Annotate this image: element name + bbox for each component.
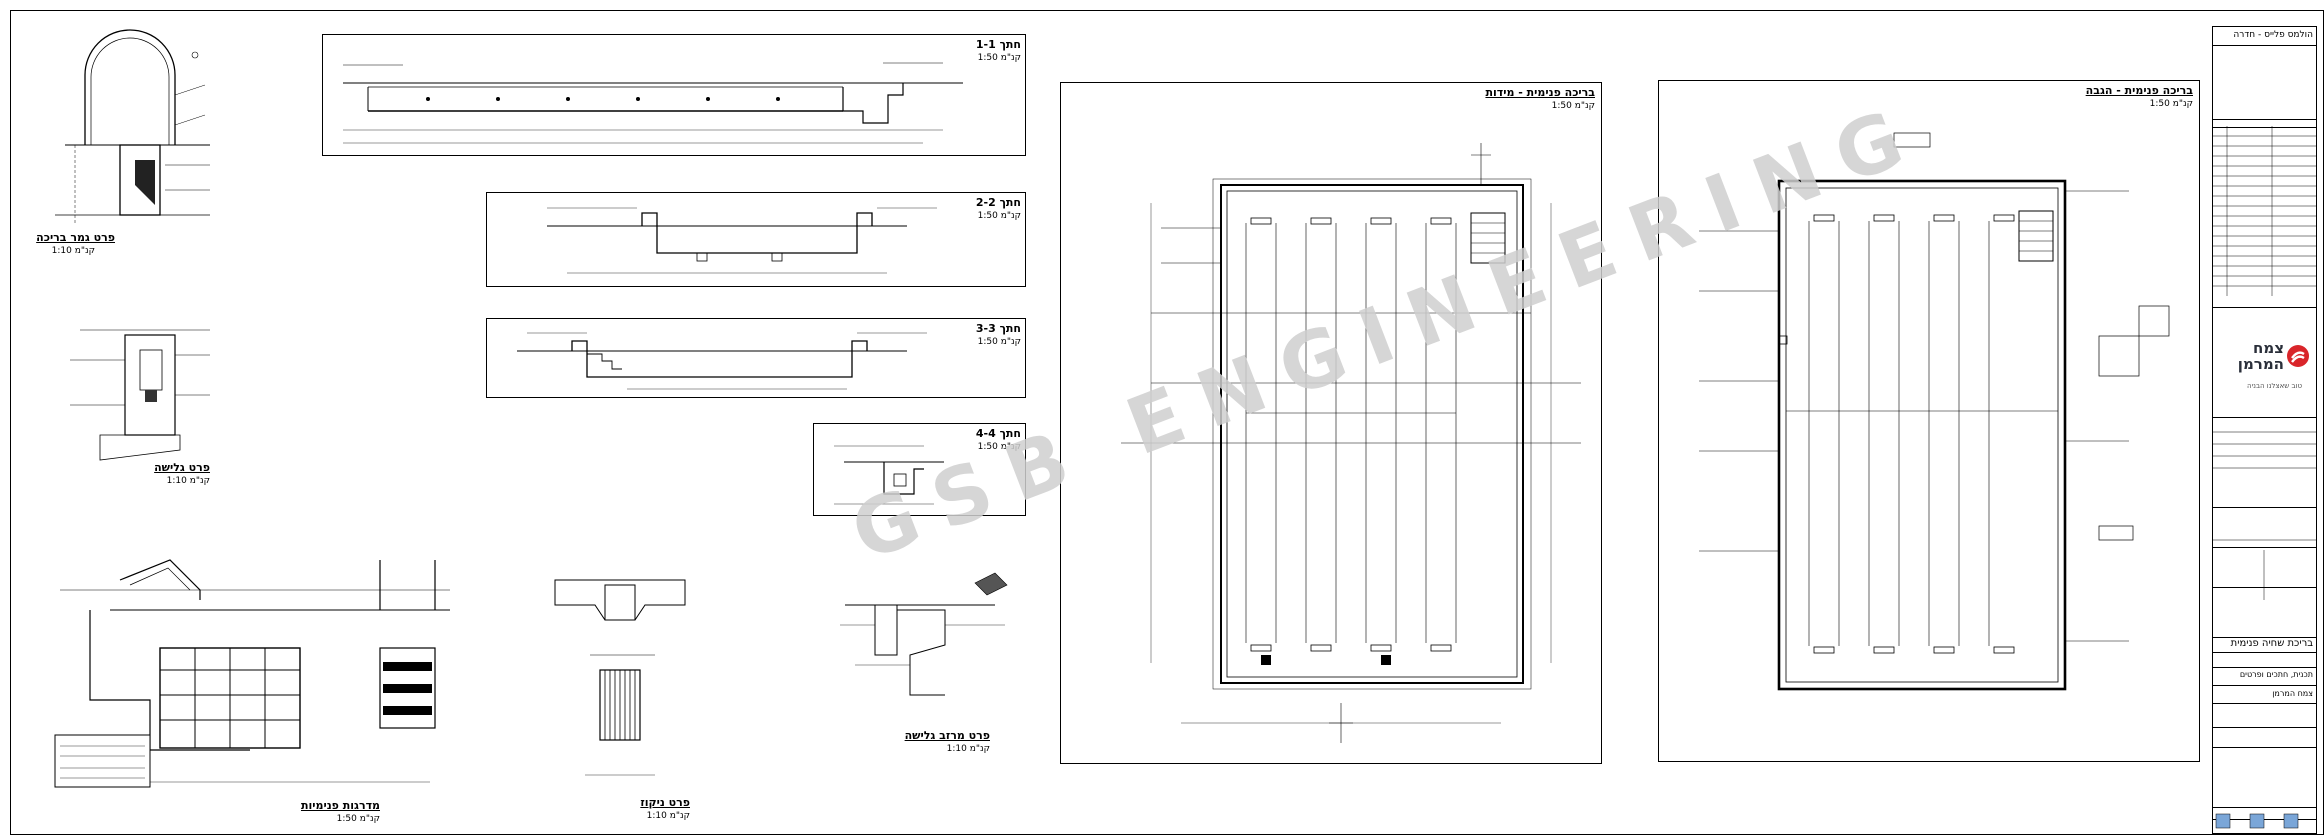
section-3-3-title: חתך 3-3 (975, 322, 1021, 335)
detail-edge-drawing (55, 29, 210, 225)
section-2-2-frame: חתך 2-2 קנ"מ 1:50 (486, 192, 1026, 287)
detail-drain-drawing (554, 579, 686, 776)
detail-drain-title: פרט ניקוז (640, 796, 690, 809)
plan-elevation-title: בריכה פנימית - הגבה (2085, 84, 2193, 97)
title-block-drawing-name: תכנית, חתכים ופרטים (2239, 670, 2313, 679)
title-block-client: צמח המרמן (2272, 689, 2313, 698)
detail-stairs-scale: קנ"מ 1:50 (336, 814, 380, 824)
title-block: הולמס פלייס - חדרה בריכת שחיה פנימית תכנ… (2212, 26, 2317, 834)
section-1-1-frame: חתך 1-1 קנ"מ 1:50 (322, 34, 1026, 156)
plan-floor-frame: בריכה פנימית - מידות קנ"מ 1:50 (1060, 82, 1602, 764)
detail-drain-scale: קנ"מ 1:10 (646, 811, 690, 821)
plan-floor-title: בריכה פנימית - מידות (1485, 86, 1595, 99)
section-4-4-scale: קנ"מ 1:50 (977, 442, 1021, 452)
title-block-footer-icons (2215, 813, 2299, 829)
title-block-header: הולמס פלייס - חדרה (2233, 30, 2313, 40)
section-2-2-scale: קנ"מ 1:50 (977, 211, 1021, 221)
detail-gutter-drawing (840, 572, 1008, 696)
detail-stairs-title: מדרגות פנימיות (300, 799, 380, 812)
section-1-1-scale: קנ"מ 1:50 (977, 53, 1021, 63)
company-name: צמח המרמן (2237, 339, 2284, 373)
detail-edge-title: פרט גמר בריכה (36, 231, 115, 244)
section-4-4-frame: חתך 4-4 קנ"מ 1:50 (813, 423, 1026, 516)
section-3-3-frame: חתך 3-3 קנ"מ 1:50 (486, 318, 1026, 398)
section-4-4-drawing (834, 445, 944, 505)
section-1-1-title: חתך 1-1 (975, 38, 1021, 51)
title-block-lower-grid (2212, 431, 2317, 600)
detail-pool-edge-title: פרט גלישה (154, 461, 210, 474)
section-2-2-drawing (547, 207, 937, 274)
detail-stairs-drawing (54, 559, 450, 788)
section-4-4-title: חתך 4-4 (975, 427, 1021, 440)
section-3-3-scale: קנ"מ 1:50 (977, 337, 1021, 347)
plan-elevation-scale: קנ"מ 1:50 (2149, 99, 2193, 109)
detail-pool-edge-drawing (70, 329, 210, 461)
company-tagline: טוב שאצלנו הבניה (2247, 382, 2302, 390)
section-1-1-drawing (343, 62, 963, 144)
plan-elevation-frame: בריכה פנימית - הגבה קנ"מ 1:50 (1658, 80, 2200, 762)
plan-elevation-drawing (1699, 132, 2170, 691)
section-2-2-title: חתך 2-2 (975, 196, 1021, 209)
title-block-grid (2212, 126, 2317, 296)
detail-pool-edge-scale: קנ"מ 1:10 (166, 476, 210, 486)
detail-gutter-scale: קנ"מ 1:10 (946, 744, 990, 754)
plan-floor-scale: קנ"מ 1:50 (1551, 101, 1595, 111)
plan-floor-drawing (1121, 143, 1581, 743)
company-logo-icon (2287, 345, 2309, 367)
title-block-project: בריכת שחיה פנימית (2230, 638, 2313, 649)
section-3-3-drawing (517, 332, 927, 390)
detail-gutter-title: פרט מרזב גלישה (904, 729, 990, 742)
company-logo: צמח המרמן טוב שאצלנו הבניה (2216, 330, 2312, 400)
detail-edge-scale: קנ"מ 1:10 (51, 246, 95, 256)
